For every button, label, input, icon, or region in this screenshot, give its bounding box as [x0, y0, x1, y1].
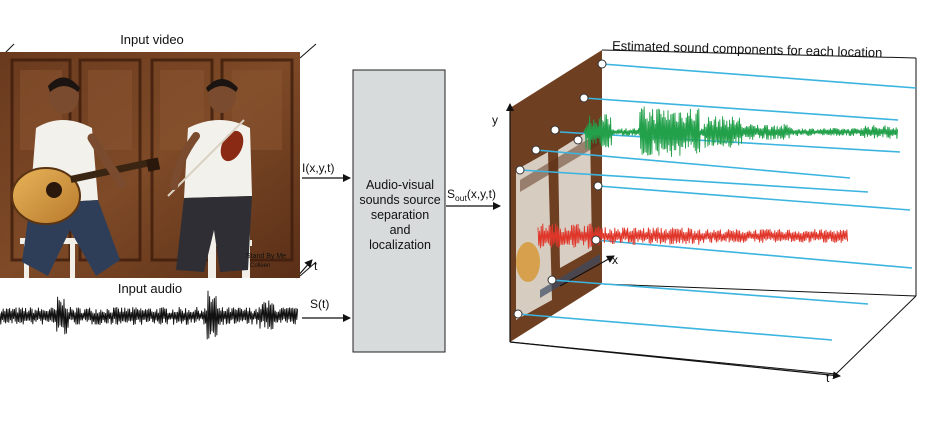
video-depth-edge	[299, 261, 317, 277]
output-y-axis-label: y	[492, 113, 498, 127]
output-volume	[506, 49, 917, 380]
process-box-line: localization	[369, 238, 431, 252]
process-box-line: sounds source	[359, 193, 441, 207]
audio-signal-label: S(t)	[310, 297, 329, 311]
video-signal-label: I(x,y,t)	[302, 161, 334, 175]
location-line	[517, 313, 833, 341]
location-marker	[547, 275, 557, 285]
input-audio-waveform	[0, 290, 299, 340]
process-box-line: and	[389, 223, 411, 237]
acoustic-guitar-player-icon	[11, 77, 161, 276]
location-markers	[513, 59, 607, 319]
location-marker	[513, 309, 523, 319]
estimated-components-label: Estimated sound components for each loca…	[612, 38, 883, 60]
violin-player-icon	[167, 79, 252, 272]
location-marker	[515, 165, 525, 175]
location-marker	[597, 59, 607, 69]
video-time-axis-label: t	[314, 259, 318, 273]
location-marker	[579, 93, 589, 103]
green-sound-component-waveform	[583, 106, 899, 157]
location-line	[551, 279, 869, 305]
location-line	[583, 97, 899, 121]
location-line	[601, 63, 917, 89]
location-marker	[550, 125, 560, 135]
video-depth-edge	[299, 43, 317, 59]
location-marker	[531, 145, 541, 155]
input-audio-label: Input audio	[118, 281, 182, 296]
location-marker	[591, 235, 601, 245]
location-line	[597, 185, 911, 211]
output-video-panel-figures	[516, 130, 600, 320]
location-marker	[573, 135, 583, 145]
output-x-axis-label: x	[612, 253, 618, 267]
process-box	[352, 69, 446, 353]
input-video-label: Input video	[120, 32, 184, 47]
output-signal-label: Sout(x,y,t)	[447, 187, 496, 203]
video-caption-line: Colleen	[250, 263, 270, 269]
input-video-stack: Stand By Me Colleen	[0, 43, 317, 279]
location-line	[519, 169, 869, 193]
red-sound-component-waveform	[537, 223, 849, 249]
process-box-line: Audio-visual	[365, 178, 435, 192]
location-line	[535, 149, 851, 179]
location-line	[595, 239, 913, 269]
guitar-shape	[516, 242, 540, 282]
video-frame: Stand By Me Colleen	[0, 52, 300, 278]
process-box-text: Audio-visual sounds source separation an…	[352, 178, 448, 253]
video-caption-line: Stand By Me	[246, 253, 286, 260]
output-time-axis-label: t	[826, 371, 830, 385]
output-time-axis-arrow	[509, 341, 841, 380]
location-marker	[593, 181, 603, 191]
process-box-line: separation	[370, 208, 430, 222]
